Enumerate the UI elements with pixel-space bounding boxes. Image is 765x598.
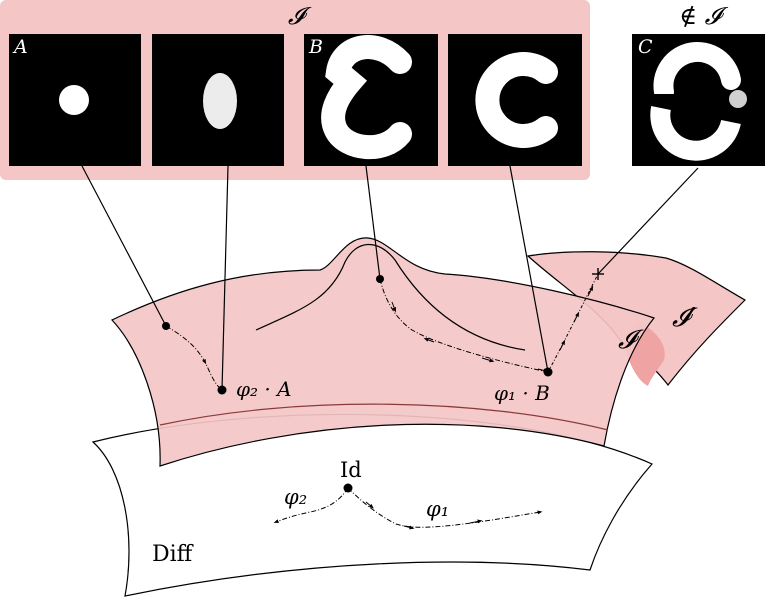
point-phi1-b	[544, 368, 553, 377]
identity-point	[344, 484, 353, 493]
diff-label: Diff	[152, 542, 194, 567]
phi2-label: φ₂	[284, 485, 307, 509]
panel-b: B	[304, 34, 438, 166]
outside-set-label: ∉ 𝓘	[679, 2, 728, 30]
point-phi1-b-label: φ₁ · B	[494, 381, 550, 405]
panel-c-shape	[448, 34, 582, 166]
panel-ellipse	[152, 34, 284, 166]
panel-c: C	[632, 34, 765, 166]
panel-c-letter: C	[638, 36, 653, 58]
small-disk-shape	[59, 85, 89, 115]
panel-a-letter: A	[12, 36, 28, 58]
point-phi2-a-label: φ₂ · A	[236, 377, 292, 401]
point-a-start	[162, 322, 170, 330]
connector-a	[82, 166, 166, 326]
point-phi2-a	[218, 386, 227, 395]
vertical-ellipse-shape	[203, 73, 237, 129]
manifold-prime-label: 𝓘′	[672, 303, 698, 333]
identity-label: Id	[340, 458, 362, 482]
panel-a: A	[9, 34, 141, 166]
point-b-start	[376, 275, 384, 283]
phi1-label: φ₁	[426, 497, 449, 521]
detached-disk	[729, 90, 747, 108]
panel-b-letter: B	[308, 36, 323, 58]
